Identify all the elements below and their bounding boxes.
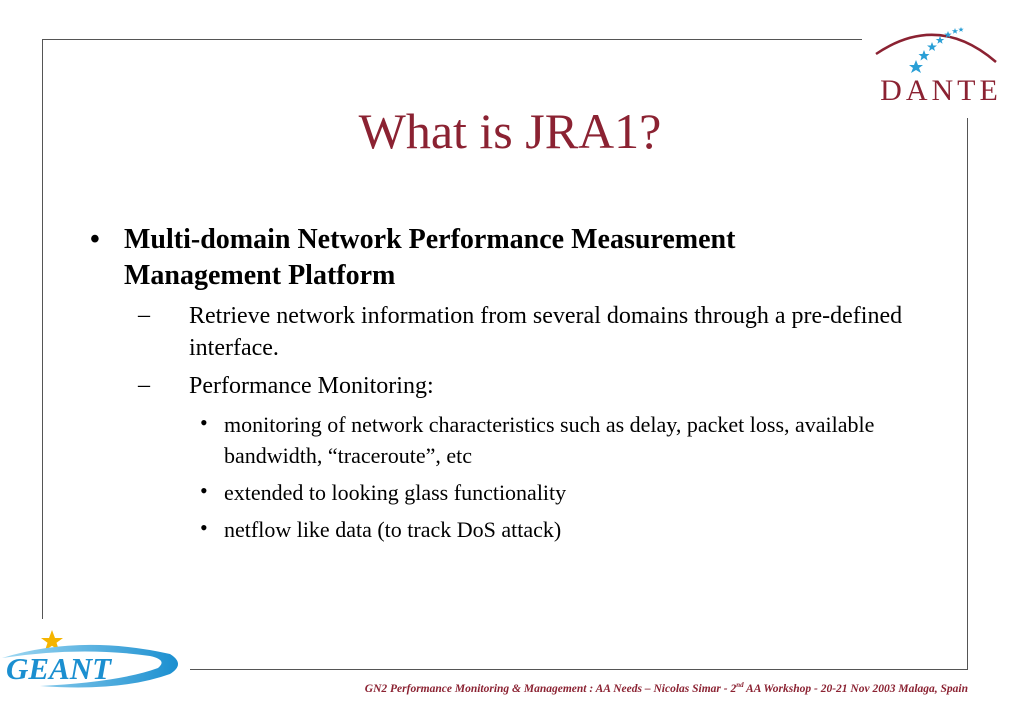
dante-wordmark: DANTE xyxy=(880,74,1002,107)
bullet-text: Multi-domain Network Performance Measure… xyxy=(124,224,736,291)
dante-arc-icon xyxy=(875,27,997,73)
subsub-bullet-marker: • xyxy=(200,478,208,503)
subsub-bullet-marker: • xyxy=(200,515,208,540)
footer-superscript: nd xyxy=(736,681,744,689)
footer-text-end: AA Workshop - 20-21 Nov 2003 Malaga, Spa… xyxy=(743,682,968,695)
footer-text-start: GN2 Performance Monitoring & Management … xyxy=(364,682,737,695)
frame-right-line xyxy=(967,118,968,670)
geant-logo: GEANT xyxy=(0,628,185,694)
subsub-bullet-text: monitoring of network characteristics su… xyxy=(224,412,875,468)
subsub-bullet-text: netflow like data (to track DoS attack) xyxy=(224,517,562,542)
frame-left-line xyxy=(42,39,43,619)
dash-marker: – xyxy=(138,302,150,328)
subsub-bullet-text: extended to looking glass functionality xyxy=(224,480,567,505)
subbullet-text: Retrieve network information from severa… xyxy=(189,303,903,361)
subsub-bullet-marker: • xyxy=(200,410,208,435)
slide-footer: GN2 Performance Monitoring & Management … xyxy=(240,681,968,695)
frame-bottom-line xyxy=(190,669,967,670)
bullet-marker: • xyxy=(90,224,100,255)
geant-logo-icon: GEANT xyxy=(2,630,178,688)
dash-marker: – xyxy=(138,372,150,398)
geant-wordmark: GEANT xyxy=(6,651,112,686)
subbullet-text: Performance Monitoring: xyxy=(189,373,434,399)
frame-top-line xyxy=(42,39,862,40)
slide-title: What is JRA1? xyxy=(358,103,662,159)
dante-logo: DANTE xyxy=(868,18,1014,107)
